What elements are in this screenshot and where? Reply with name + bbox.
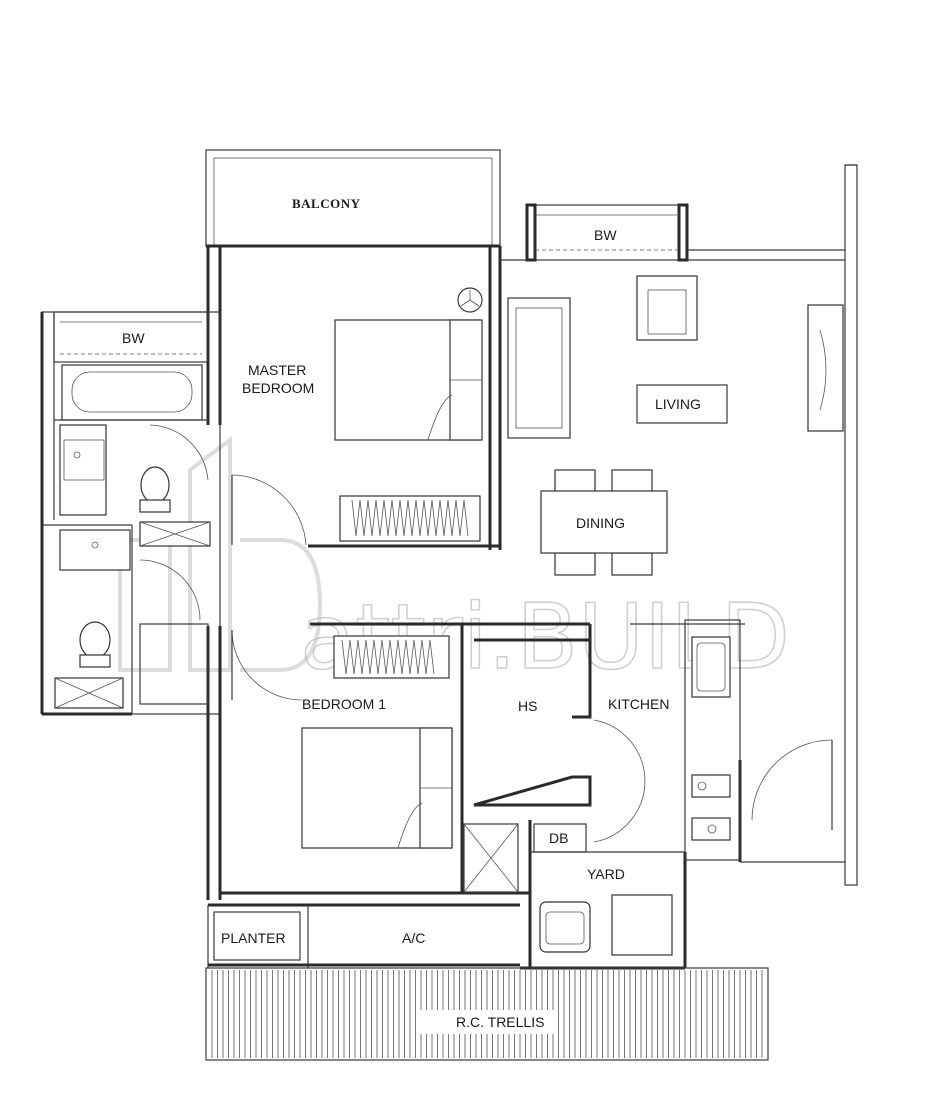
hs-label: HS [518, 698, 537, 714]
balcony: BALCONY [205, 149, 501, 248]
store [463, 823, 519, 893]
rc-trellis: R.C. TRELLIS [205, 967, 769, 1061]
master-bedroom-label-2: BEDROOM [242, 380, 314, 396]
armchair [636, 275, 698, 341]
master-bath [54, 419, 211, 547]
bay-window-left: BW [53, 311, 209, 363]
yard-basin [611, 894, 673, 956]
master-bedroom-label-1: MASTER [248, 362, 306, 378]
db-box: DB [533, 823, 587, 853]
hob-2 [691, 817, 731, 841]
balcony-label: BALCONY [292, 196, 361, 211]
living-label: LIVING [655, 396, 701, 412]
ac-ledge: A/C [402, 930, 425, 946]
bathtub [61, 364, 203, 421]
dining-label: DINING [576, 515, 625, 531]
dining-area: DINING [540, 469, 668, 576]
bedroom-1: BEDROOM 1 [231, 629, 453, 849]
tv-console [807, 304, 844, 432]
db-label: DB [549, 830, 568, 846]
ac-label: A/C [402, 930, 425, 946]
hob-1 [691, 774, 731, 798]
yard-label: YARD [587, 866, 625, 882]
yard: YARD [539, 866, 673, 956]
kitchen: KITCHEN [593, 636, 833, 843]
living-area: LIVING [507, 275, 844, 439]
kitchen-sink [691, 636, 731, 698]
master-bedroom: MASTER BEDROOM [231, 287, 483, 546]
common-bath [42, 524, 209, 714]
bw-left-label: BW [122, 330, 145, 346]
planter: PLANTER [213, 911, 301, 961]
ceiling-fan-icon [457, 287, 483, 313]
planter-label: PLANTER [221, 930, 286, 946]
household-shelter: HS [518, 698, 537, 714]
kitchen-label: KITCHEN [608, 696, 669, 712]
dining-table [540, 490, 668, 554]
bedroom1-label: BEDROOM 1 [302, 696, 386, 712]
washing-machine [539, 901, 591, 953]
sofa [507, 297, 571, 439]
bw-top-label: BW [594, 227, 617, 243]
bay-window-top: BW [525, 203, 689, 262]
trellis-label: R.C. TRELLIS [456, 1014, 544, 1030]
